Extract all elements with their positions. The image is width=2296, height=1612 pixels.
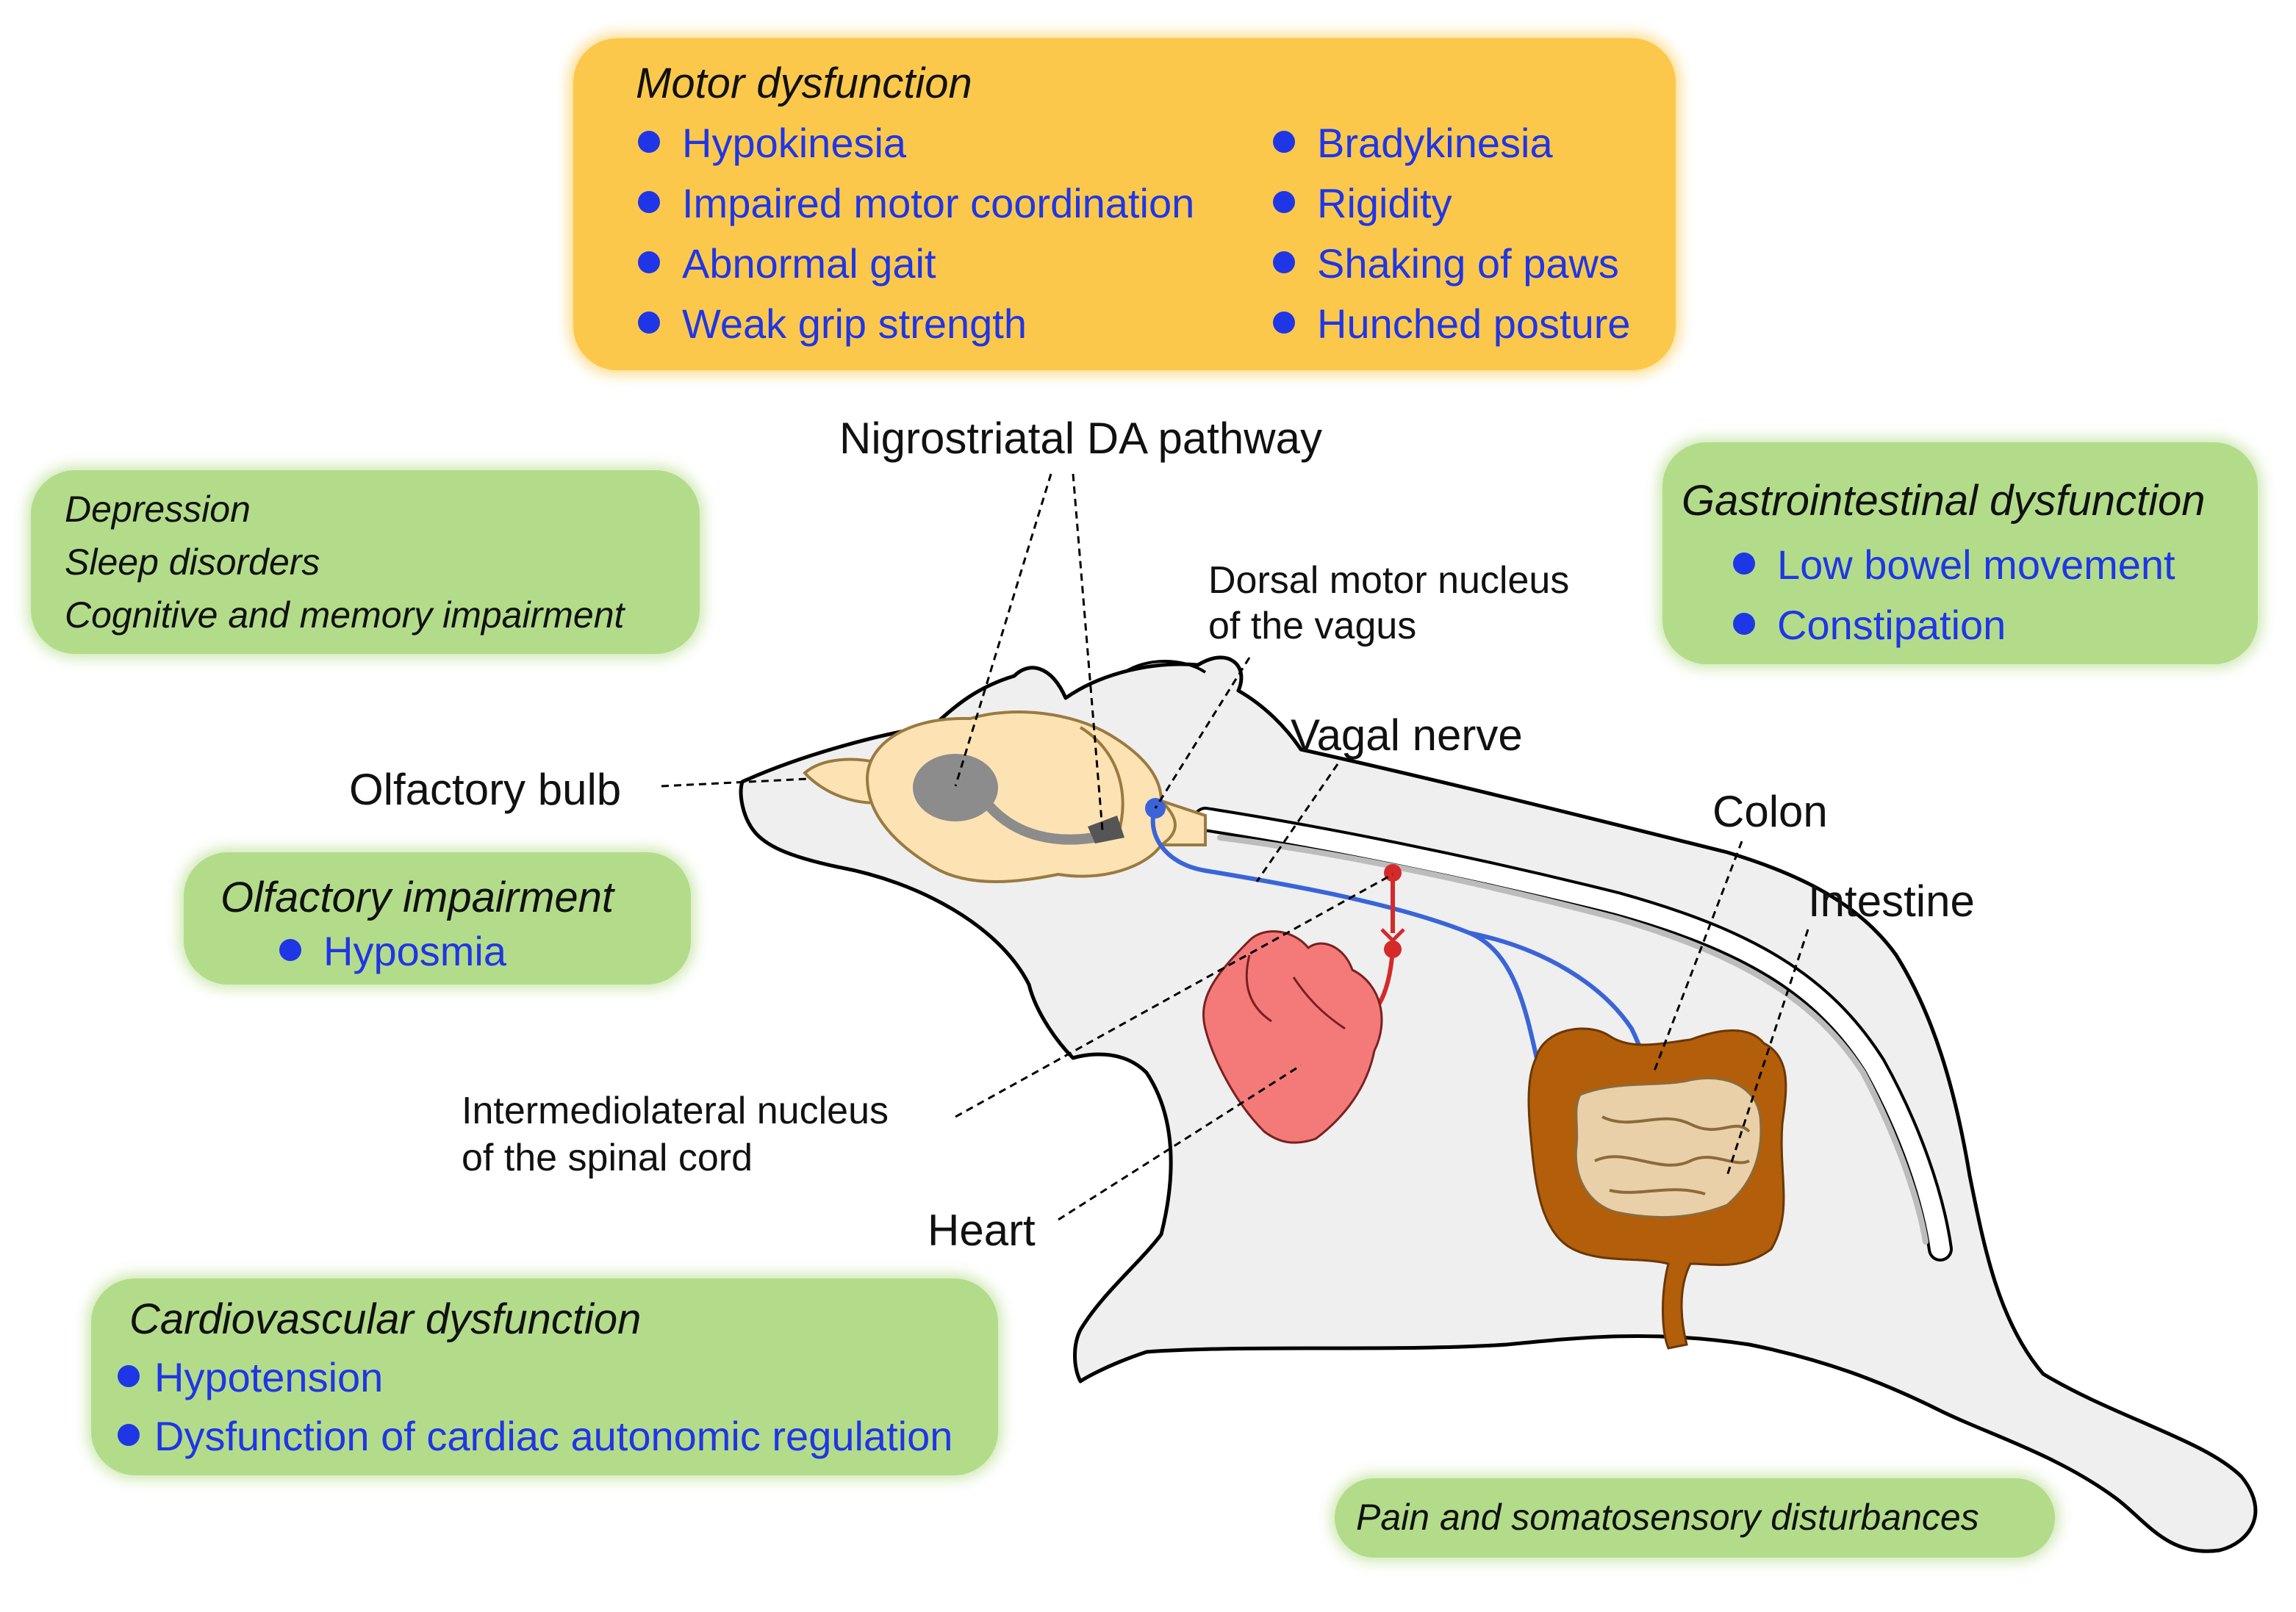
striatum <box>1088 816 1124 843</box>
motor-dysfunction-title: Motor dysfunction <box>636 60 972 107</box>
rat-ear <box>1123 660 1207 674</box>
bullet-dot <box>1733 553 1755 575</box>
rat-body <box>739 655 2258 1553</box>
label-dorsal-motor-2: of the vagus <box>1208 605 1417 647</box>
label-heart: Heart <box>928 1206 1036 1255</box>
brainstem-line <box>1160 799 1177 846</box>
label-colon: Colon <box>1712 787 1828 836</box>
cardio-item-hypotension: Hypotension <box>118 1353 383 1401</box>
gastrointestinal-box <box>1662 442 2258 664</box>
spinal-cord-inner <box>1196 810 1950 1259</box>
nonmotor-sleep-disorders: Sleep disorders <box>65 541 320 583</box>
bullet-dot <box>638 131 660 153</box>
cardio-item-autonomic: Dysfunction of cardiac autonomic regulat… <box>118 1412 953 1460</box>
bullet-dot <box>1273 312 1295 334</box>
bullet-dot <box>1273 191 1295 213</box>
nonmotor-box <box>31 470 700 654</box>
leader-intermediolateral <box>955 873 1393 1118</box>
olfactory-impairment-box <box>184 852 691 985</box>
cardiovascular-title: Cardiovascular dysfunction <box>129 1295 642 1343</box>
leader-colon <box>1652 841 1743 1073</box>
motor-dysfunction-box <box>573 38 1676 370</box>
pain-text: Pain and somatosensory disturbances <box>1356 1497 1979 1538</box>
leader-intestine <box>1726 929 1809 1176</box>
gastro-item-constipation: Constipation <box>1733 601 2006 649</box>
bullet-dot <box>638 251 660 273</box>
cerebellum-line <box>1079 726 1124 838</box>
spinal-cord-core <box>1217 835 1929 1245</box>
motor-item-abnormal-gait: Abnormal gait <box>638 240 936 287</box>
label-nigrostriatal: Nigrostriatal DA pathway <box>839 414 1322 463</box>
bullet-dot <box>638 312 660 334</box>
gastro-item-low-bowel: Low bowel movement <box>1733 541 2175 589</box>
motor-item-weak-grip: Weak grip strength <box>638 300 1027 348</box>
leader-vagal-nerve <box>1255 763 1339 882</box>
motor-item-hypokinesia: Hypokinesia <box>638 119 906 167</box>
bullet-dot <box>118 1424 140 1446</box>
bullet-dot <box>1273 251 1295 273</box>
substantia-nigra <box>913 754 998 821</box>
nigrostriatal-tract <box>980 796 1108 845</box>
bullet-dot <box>279 939 301 961</box>
label-intermediolateral-1: Intermediolateral nucleus <box>462 1090 889 1132</box>
label-dorsal-motor-1: Dorsal motor nucleus <box>1208 559 1570 602</box>
olfactory-impairment-title: Olfactory impairment <box>220 874 614 921</box>
leader-nigrostriatal-1 <box>954 473 1052 787</box>
leader-nigrostriatal-2 <box>1072 473 1104 831</box>
leader-dorsal-motor <box>1154 657 1251 809</box>
pain-box <box>1335 1478 2055 1558</box>
label-olfactory-bulb: Olfactory bulb <box>349 765 622 814</box>
gastrointestinal-title: Gastrointestinal dysfunction <box>1682 477 2206 525</box>
motor-item-impaired-coordination: Impaired motor coordination <box>638 179 1194 227</box>
bullet-dot <box>638 191 660 213</box>
bullet-dot <box>118 1365 140 1387</box>
nonmotor-depression: Depression <box>65 489 251 530</box>
olfactory-item-hyposmia: Hyposmia <box>279 927 506 975</box>
cardiovascular-box <box>91 1278 998 1475</box>
label-intermediolateral-2: of the spinal cord <box>462 1137 753 1179</box>
motor-item-shaking-paws: Shaking of paws <box>1273 240 1619 287</box>
label-vagal-nerve: Vagal nerve <box>1291 710 1523 760</box>
motor-item-hunched-posture: Hunched posture <box>1273 300 1631 348</box>
intestine-shape <box>1574 1076 1762 1219</box>
leader-heart <box>1058 1064 1302 1221</box>
bullet-dot <box>1273 131 1295 153</box>
label-intestine: Intestine <box>1808 877 1975 926</box>
motor-item-bradykinesia: Bradykinesia <box>1273 119 1553 167</box>
motor-item-rigidity: Rigidity <box>1273 179 1452 227</box>
bullet-dot <box>1733 613 1755 635</box>
heart-detail <box>1245 954 1346 1030</box>
nonmotor-cognitive: Cognitive and memory impairment <box>65 594 625 636</box>
